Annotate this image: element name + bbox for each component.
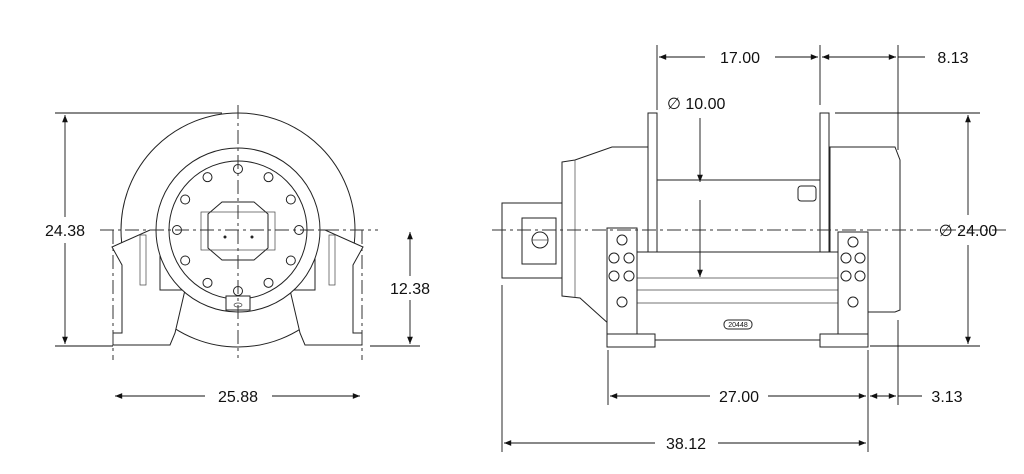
side-view: 20448	[492, 112, 1010, 348]
left-foot	[606, 333, 656, 348]
bolt	[285, 255, 296, 266]
bolt	[180, 255, 191, 266]
part-label-plate	[723, 319, 753, 330]
dim-front-height: 24.38	[45, 223, 85, 240]
front-view	[100, 105, 378, 360]
right-end-plate	[837, 231, 869, 346]
dim-flange-diameter: ∅ 24.00	[939, 223, 998, 240]
left-drum-flange	[647, 112, 658, 254]
front-dimensions: 24.38 12.38 25.88	[45, 112, 430, 406]
dim-flange-offset: 8.13	[937, 50, 968, 67]
right-bolt-strip	[328, 234, 336, 286]
bolt	[285, 194, 296, 205]
bolt	[202, 172, 213, 183]
frame-bolt	[616, 296, 628, 308]
frame-bolt	[847, 296, 859, 308]
frame-bolts	[608, 234, 866, 308]
bolt	[202, 277, 213, 288]
right-drum-flange	[819, 112, 830, 254]
left-end-plate	[606, 227, 638, 346]
frame-bolt	[854, 252, 866, 264]
frame-bolt	[616, 234, 628, 246]
part-label: 20448	[728, 322, 748, 329]
frame-bolt	[840, 252, 852, 264]
side-dimensions: 17.00 8.13 ∅ 10.00 ∅ 24.00 27.00 3.13 38…	[501, 45, 998, 453]
frame-bolt	[854, 270, 866, 282]
frame-bolt	[847, 236, 859, 248]
dim-overall-length: 38.12	[666, 436, 706, 453]
right-foot	[819, 333, 869, 348]
dim-drum-length: 17.00	[720, 50, 760, 67]
dim-drum-diameter: ∅ 10.00	[667, 96, 726, 113]
dim-front-width: 25.88	[218, 389, 258, 406]
left-bolt-strip	[139, 234, 147, 286]
frame-bolt	[623, 252, 635, 264]
frame-bolt	[840, 270, 852, 282]
dim-base-length: 27.00	[719, 389, 759, 406]
frame-bolt	[623, 270, 635, 282]
bolt	[263, 277, 274, 288]
bolt	[263, 172, 274, 183]
bolt	[180, 194, 191, 205]
dim-end-offset: 3.13	[931, 389, 962, 406]
frame-bolt	[608, 270, 620, 282]
cable-anchor	[797, 185, 817, 202]
dim-center-height: 12.38	[390, 281, 430, 298]
frame-bolt	[608, 252, 620, 264]
